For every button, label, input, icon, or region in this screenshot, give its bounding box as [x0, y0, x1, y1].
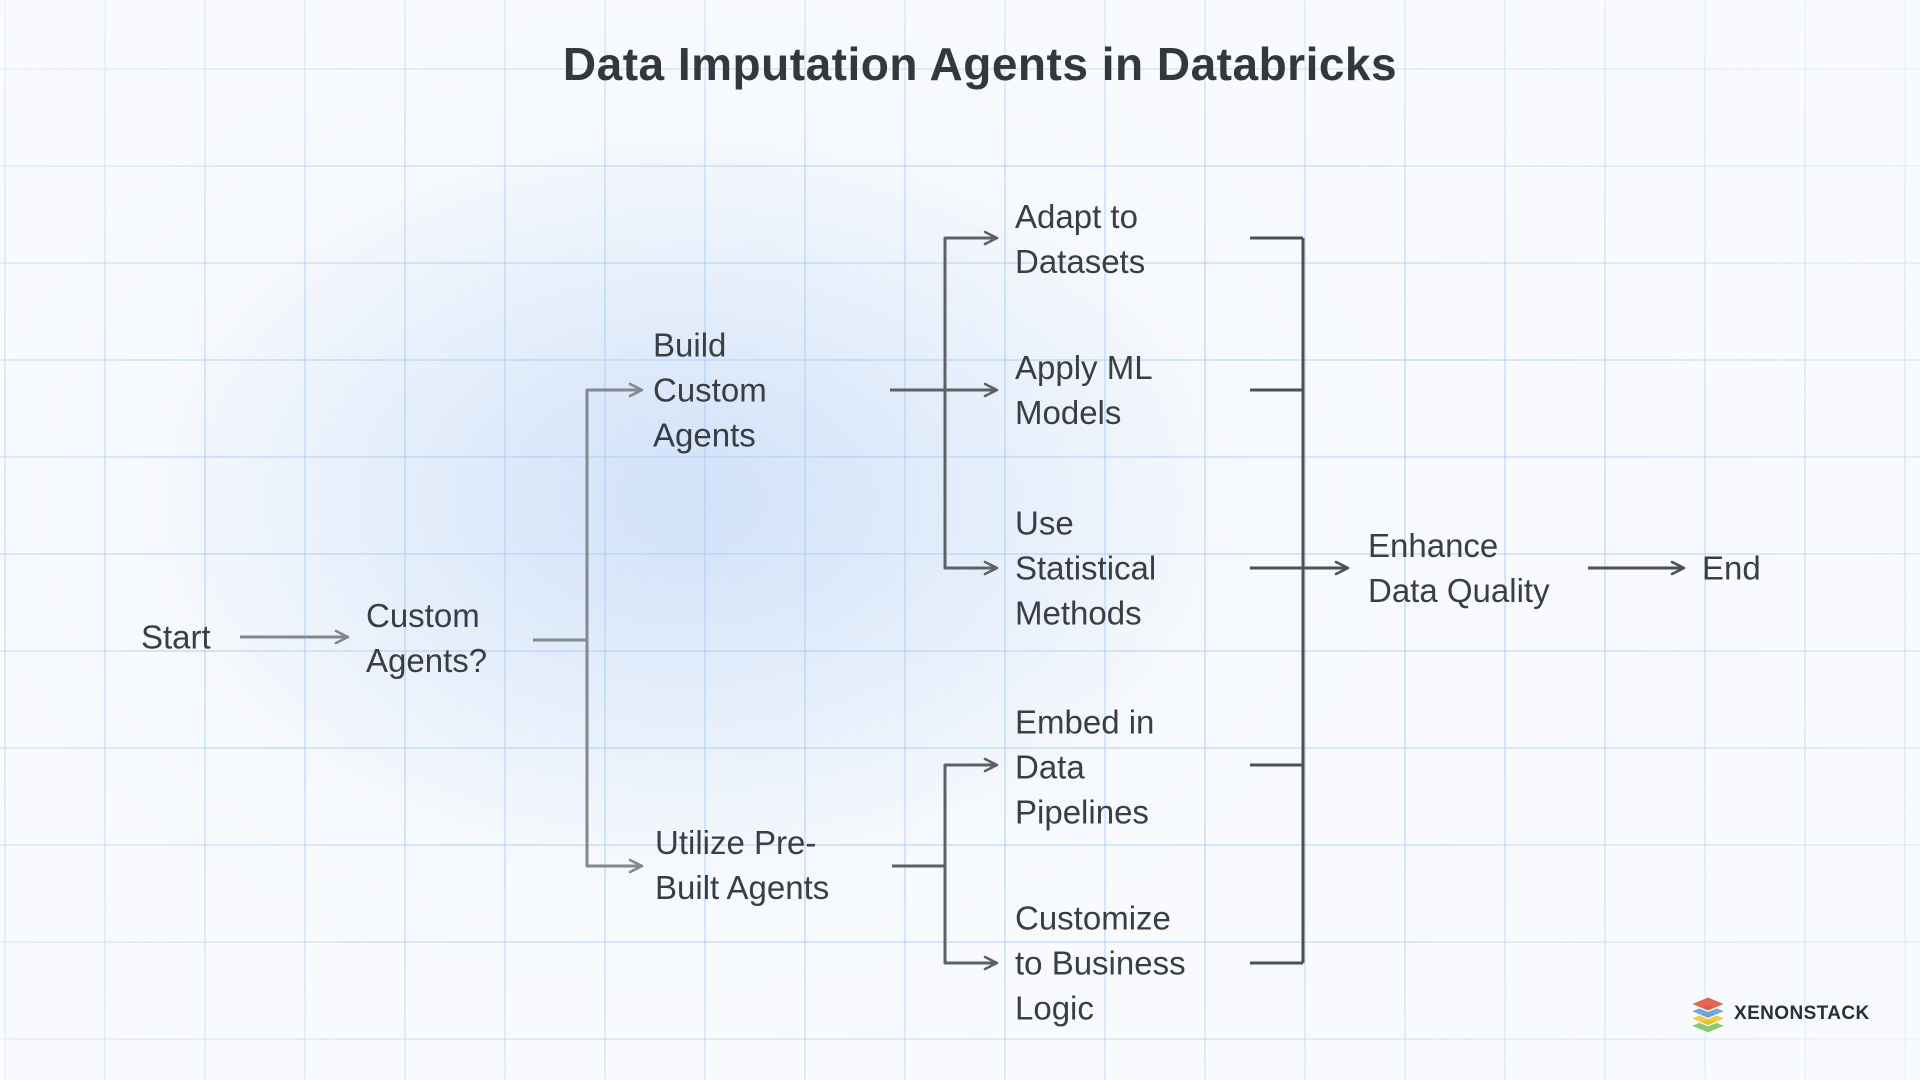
xenonstack-logo: XENONSTACK [1688, 994, 1870, 1034]
edge-utilize-to-embed [943, 757, 999, 866]
edge-build-to-use-stat [943, 390, 999, 576]
node-utilize-prebuilt-agents: Utilize Pre- Built Agents [655, 824, 830, 906]
node-end: End [1702, 549, 1761, 587]
edge-custom-agents-to-utilize-prebuilt [585, 640, 644, 874]
node-customize-to-business-logic: Customize to Business Logic [1015, 899, 1186, 1027]
node-use-statistical-methods: Use Statistical Methods [1015, 504, 1157, 632]
xenonstack-wordmark: XENONSTACK [1734, 1003, 1870, 1024]
node-embed-in-data-pipelines: Embed in Data Pipelines [1015, 703, 1155, 831]
node-build-custom-agents: Build Custom Agents [653, 326, 767, 454]
node-custom-agents: Custom Agents? [366, 597, 488, 679]
edge-custom-agents-to-build-custom [585, 382, 644, 640]
edge-utilize-to-customize [943, 866, 999, 971]
node-adapt-to-datasets: Adapt to Datasets [1015, 198, 1146, 280]
node-apply-ml-models: Apply ML Models [1015, 349, 1153, 431]
node-start: Start [141, 618, 211, 656]
node-enhance-data-quality: Enhance Data Quality [1368, 527, 1550, 609]
page-title: Data Imputation Agents in Databricks [562, 38, 1398, 90]
layer-stack-icon [1689, 996, 1727, 1034]
edge-build-to-adapt [943, 230, 999, 390]
